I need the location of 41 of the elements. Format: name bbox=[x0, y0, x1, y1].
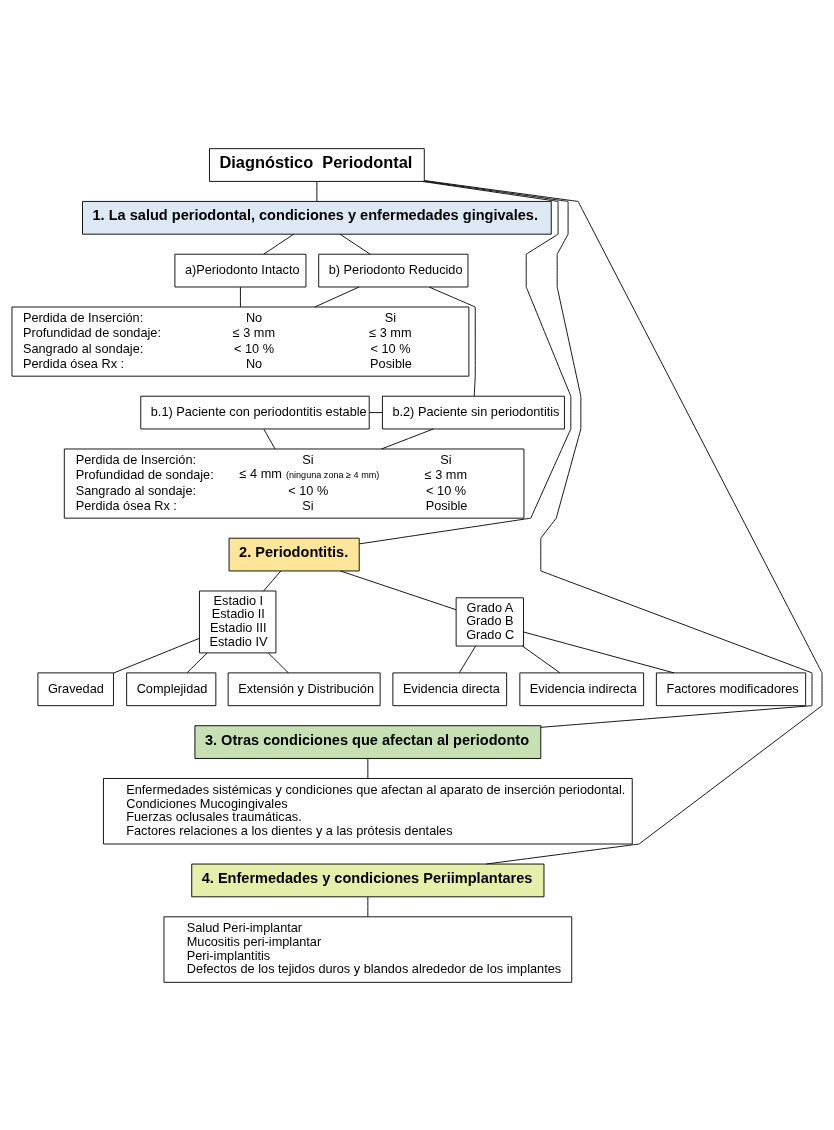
node-box: Perdida de Inserción: No Si Profundidad de sondaje: ≤ 3 mm ≤ 3 mm Sangrado al sondaje: < 10 % < 10 % Perdida ósea Rx : No Posible bbox=[11, 306, 470, 377]
node-box: Estadio I Estadio II Estadio III Estadio IV bbox=[199, 590, 277, 653]
connector bbox=[368, 411, 383, 413]
node-box: 3. Otras condiciones que afectan al periodonto bbox=[194, 724, 542, 759]
connector bbox=[339, 233, 371, 255]
connector bbox=[263, 570, 282, 591]
connector bbox=[458, 645, 477, 673]
node-box: Salud Peri-implantar Mucositis peri-implantar Peri-implantitis Defectos de los tejidos duros y blandos alrededor de los implantes bbox=[163, 915, 573, 983]
node-box: Gravedad bbox=[37, 671, 114, 706]
node-box: Perdida de Inserción: Si Si Profundidad de sondaje: ≤ 4 mm (ninguna zona ≥ 4 mm) ≤ 3 mm Sangrado al sondaje: < 10 % < 10 % Perdida ósea Rx : Si Posible bbox=[63, 448, 525, 519]
connector bbox=[358, 180, 572, 544]
node-box: b) Periodonto Reducido bbox=[318, 253, 469, 287]
node-box: 1. La salud periodontal, condiciones y enfermedades gingivales. bbox=[82, 200, 552, 235]
node-box: 4. Enfermedades y condiciones Periimplantares bbox=[191, 863, 545, 897]
connector bbox=[263, 428, 276, 449]
node-box: a)Periodonto Intacto bbox=[174, 253, 307, 287]
connector bbox=[316, 180, 318, 202]
node-box: Factores modificadores bbox=[655, 671, 807, 706]
connector bbox=[263, 233, 294, 255]
node-box: b.1) Paciente con periodontitis estable bbox=[140, 395, 370, 429]
connector bbox=[367, 757, 369, 779]
node-box: Evidencia directa bbox=[392, 671, 508, 706]
node-box: Enfermedades sistémicas y condiciones que afectan al aparato de inserción periodontal. Condiciones Mucogingivales Fuerzas oclusales traumáticas. Factores relaciones a los dientes y a las prótesis dentales bbox=[103, 777, 633, 844]
connector bbox=[523, 631, 675, 673]
connector bbox=[522, 645, 561, 673]
node-box: b.2) Paciente sin periodontitis bbox=[381, 395, 565, 429]
node-box: Diagnóstico Periodontal bbox=[209, 147, 425, 182]
connector bbox=[340, 570, 457, 610]
node-box: Grado A Grado B Grado C bbox=[455, 596, 524, 646]
connector bbox=[113, 637, 200, 673]
node-box: Complejidad bbox=[126, 671, 217, 706]
connector bbox=[424, 179, 823, 864]
node-box: Evidencia indirecta bbox=[519, 671, 645, 706]
connector bbox=[267, 651, 289, 673]
connector bbox=[367, 896, 369, 917]
node-box: 2. Periodontitis. bbox=[228, 537, 360, 571]
connector bbox=[186, 651, 208, 673]
connector bbox=[428, 286, 476, 396]
connector bbox=[239, 286, 241, 307]
node-box: Extensión y Distribución bbox=[227, 671, 381, 706]
connector bbox=[424, 180, 813, 728]
